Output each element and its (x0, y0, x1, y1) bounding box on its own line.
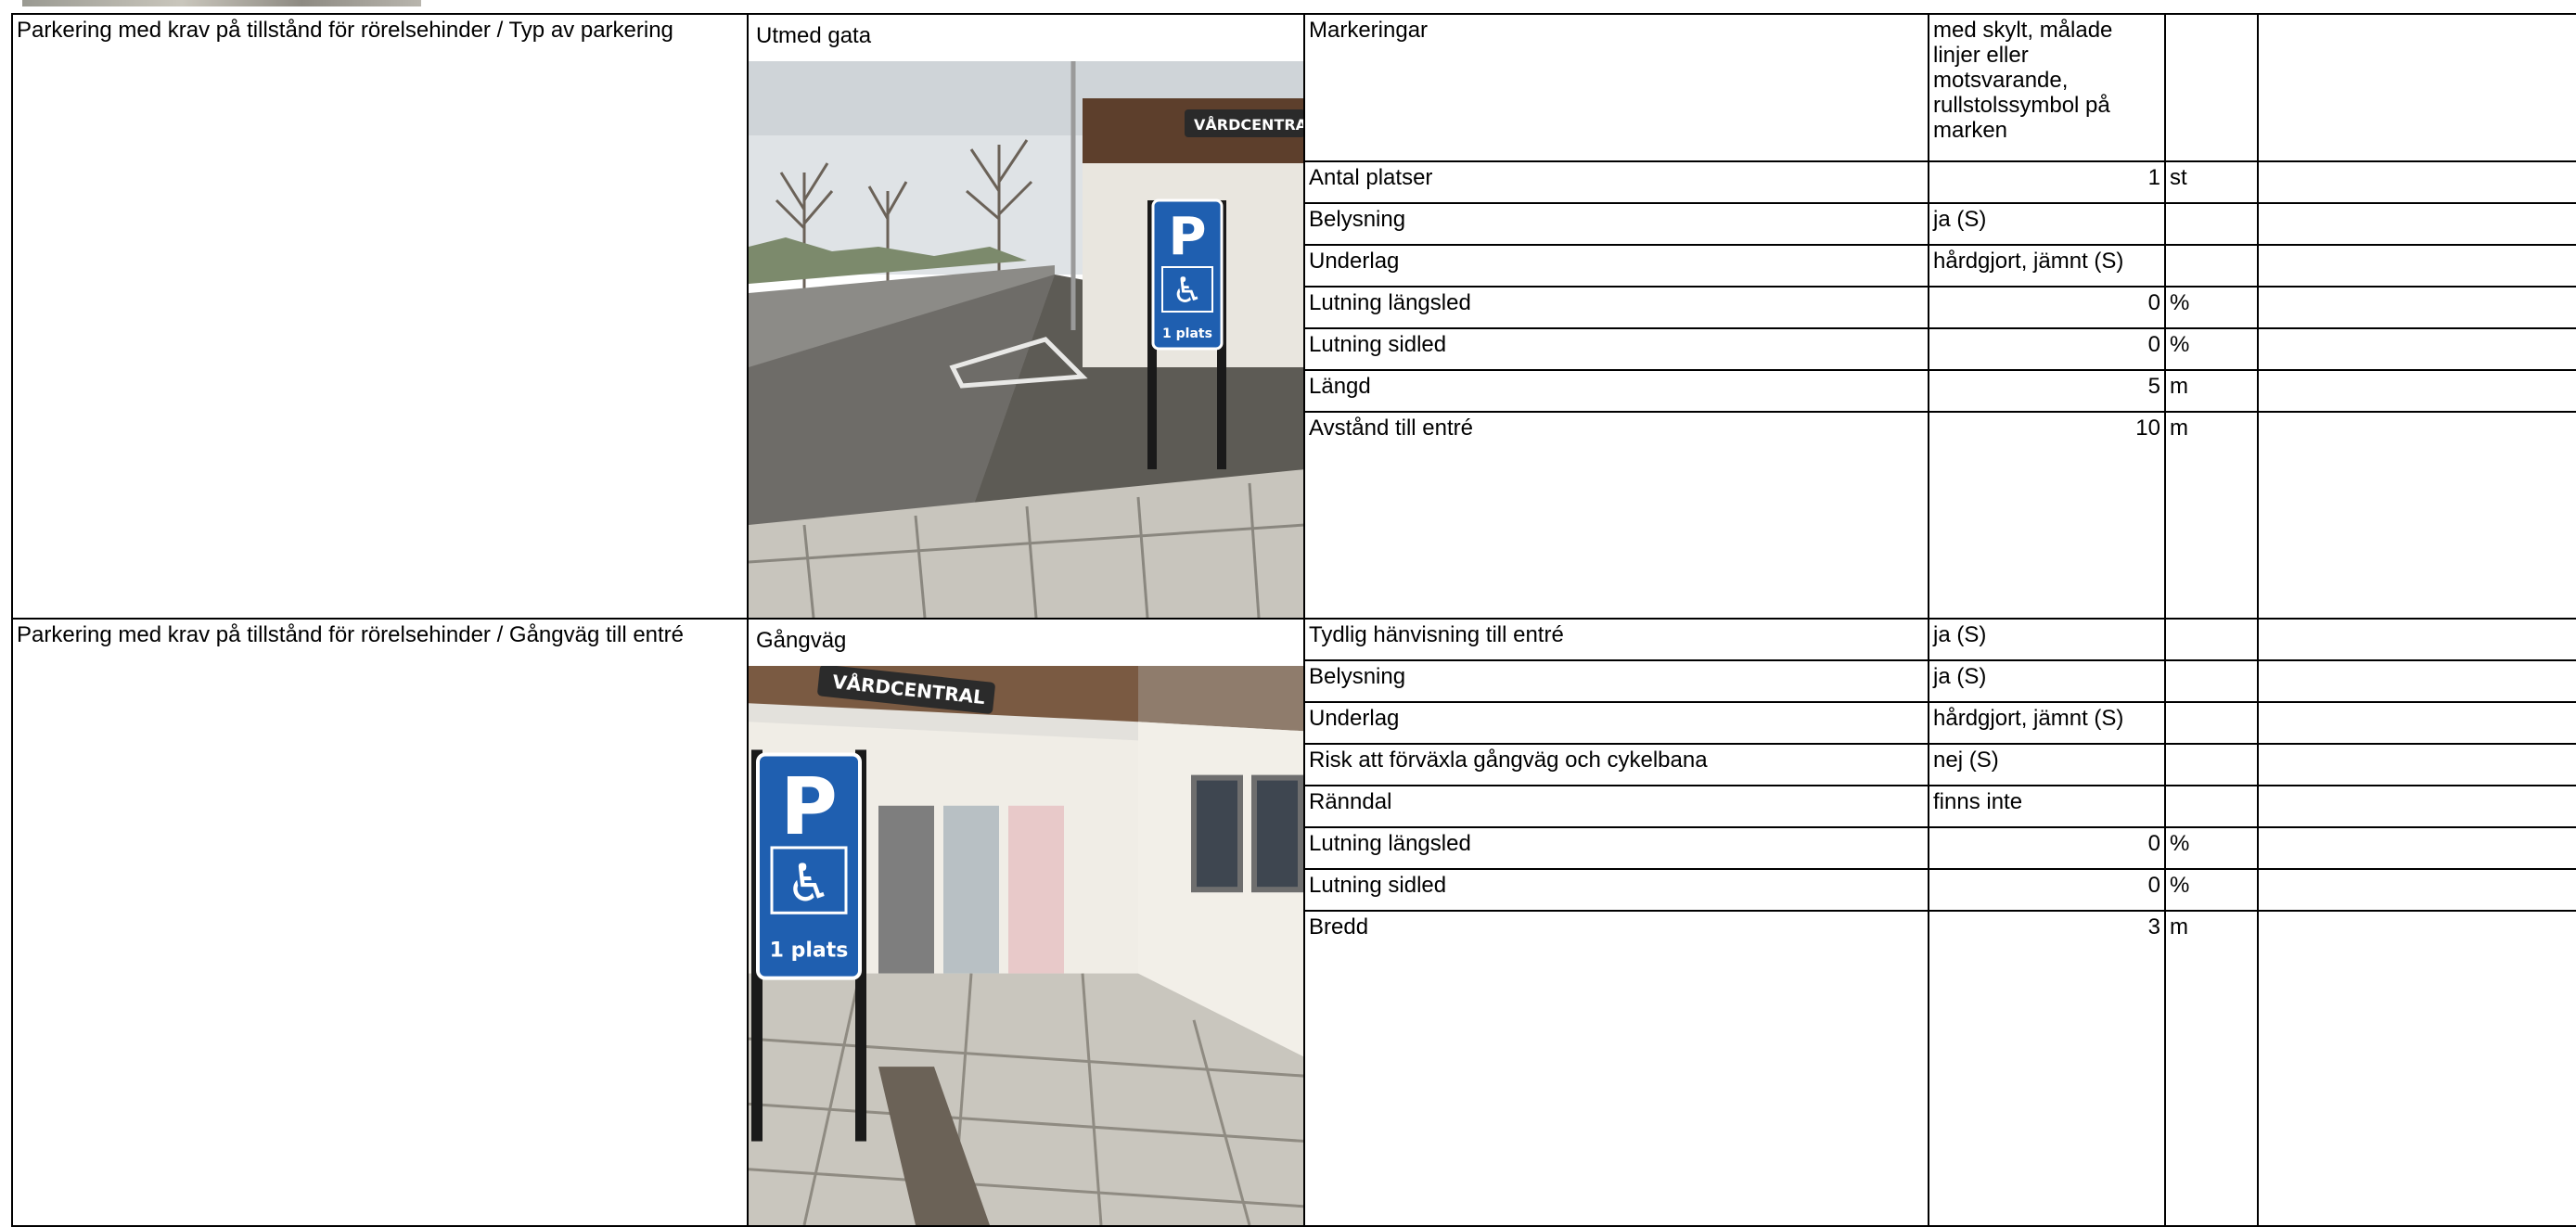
walkway-photo: VÅRDCENTRAL (750, 666, 1302, 1224)
row-unit: % (2164, 286, 2259, 329)
table-row: Underlag hårdgjort, jämnt (S) (12, 701, 2576, 745)
row-note (2257, 618, 2576, 661)
row-value: hårdgjort, jämnt (S) (1928, 244, 2166, 288)
row-value: 10 (1928, 411, 2166, 620)
row-value: nej (S) (1928, 743, 2166, 786)
photo-cell: Gångväg VÅRDCENTRAL (747, 618, 1305, 1227)
row-note (2257, 868, 2576, 912)
row-unit (2164, 244, 2259, 288)
row-note (2257, 785, 2576, 828)
parking-street-photo: VÅRDCENTRAL P ♿ 1 plats (750, 61, 1304, 617)
table-row: Avstånd till entré 10 m (12, 411, 2576, 620)
row-unit (2164, 701, 2259, 745)
row-unit: m (2164, 369, 2259, 413)
row-value: med skylt, målade linjer eller motsvaran… (1928, 13, 2166, 162)
row-label: Lutning längsled (1303, 826, 1929, 870)
report-table: Parkering med krav på tillstånd för röre… (11, 13, 2576, 1227)
row-value: 0 (1928, 327, 2166, 371)
row-unit: % (2164, 868, 2259, 912)
svg-text:♿: ♿ (786, 853, 832, 914)
row-note (2257, 286, 2576, 329)
row-unit: st (2164, 160, 2259, 204)
row-value: 0 (1928, 286, 2166, 329)
row-value: 0 (1928, 826, 2166, 870)
table-row: Underlag hårdgjort, jämnt (S) (12, 244, 2576, 288)
table-row: Antal platser 1 st (12, 160, 2576, 204)
row-unit (2164, 13, 2259, 162)
photo-label: Utmed gata (756, 23, 872, 48)
photo-label: Gångväg (756, 628, 847, 653)
row-unit: m (2164, 910, 2259, 1227)
svg-text:P: P (1168, 207, 1206, 267)
row-note (2257, 244, 2576, 288)
row-label: Tydlig hänvisning till entré (1303, 618, 1929, 661)
category-cell: Parkering med krav på tillstånd för röre… (11, 13, 749, 620)
svg-text:P: P (780, 761, 838, 852)
table-row: Belysning ja (S) (12, 202, 2576, 246)
table-row: Lutning längsled 0 % (12, 826, 2576, 870)
row-label: Antal platser (1303, 160, 1929, 204)
row-label: Avstånd till entré (1303, 411, 1929, 620)
row-note (2257, 659, 2576, 703)
row-note (2257, 701, 2576, 745)
row-label: Lutning sidled (1303, 868, 1929, 912)
table-row: Bredd 3 m (12, 910, 2576, 1227)
row-note (2257, 411, 2576, 620)
row-label: Lutning längsled (1303, 286, 1929, 329)
row-unit (2164, 785, 2259, 828)
row-unit: m (2164, 411, 2259, 620)
row-value: ja (S) (1928, 618, 2166, 661)
row-label: Markeringar (1303, 13, 1929, 162)
parking-plate-text: 1 plats (770, 939, 849, 963)
svg-text:♿: ♿ (1172, 270, 1203, 311)
row-note (2257, 369, 2576, 413)
row-unit (2164, 202, 2259, 246)
row-value: finns inte (1928, 785, 2166, 828)
row-note (2257, 743, 2576, 786)
row-label: Belysning (1303, 659, 1929, 703)
row-unit (2164, 659, 2259, 703)
row-unit (2164, 743, 2259, 786)
table-row: Parkering med krav på tillstånd för röre… (11, 618, 2576, 1227)
row-note (2257, 202, 2576, 246)
row-label: Underlag (1303, 701, 1929, 745)
category-cell: Parkering med krav på tillstånd för röre… (11, 618, 749, 1227)
row-label: Lutning sidled (1303, 327, 1929, 371)
row-value: 3 (1928, 910, 2166, 1227)
table-row: Lutning sidled 0 % (12, 868, 2576, 912)
row-label: Bredd (1303, 910, 1929, 1227)
row-value: hårdgjort, jämnt (S) (1928, 701, 2166, 745)
table-row: Parkering med krav på tillstånd för röre… (11, 13, 2576, 620)
row-value: 0 (1928, 868, 2166, 912)
row-value: 1 (1928, 160, 2166, 204)
row-value: ja (S) (1928, 659, 2166, 703)
row-label: Belysning (1303, 202, 1929, 246)
row-unit (2164, 618, 2259, 661)
table-row: Risk att förväxla gångväg och cykelbana … (12, 743, 2576, 786)
photo-cell: Utmed gata (747, 13, 1305, 620)
table-row: Längd 5 m (12, 369, 2576, 413)
row-note (2257, 826, 2576, 870)
row-note (2257, 13, 2576, 162)
row-unit: % (2164, 826, 2259, 870)
table-row: Lutning sidled 0 % (12, 327, 2576, 371)
row-note (2257, 327, 2576, 371)
row-value: ja (S) (1928, 202, 2166, 246)
row-label: Underlag (1303, 244, 1929, 288)
parking-plate-text: 1 plats (1162, 326, 1212, 341)
table-row: Ränndal finns inte (12, 785, 2576, 828)
row-unit: % (2164, 327, 2259, 371)
table-row: Belysning ja (S) (12, 659, 2576, 703)
row-note (2257, 910, 2576, 1227)
row-label: Längd (1303, 369, 1929, 413)
building-sign-text: VÅRDCENTRAL (1194, 116, 1304, 134)
table-row: Lutning längsled 0 % (12, 286, 2576, 329)
row-label: Risk att förväxla gångväg och cykelbana (1303, 743, 1929, 786)
cropped-photo-strip (22, 0, 421, 6)
row-value: 5 (1928, 369, 2166, 413)
row-note (2257, 160, 2576, 204)
row-label: Ränndal (1303, 785, 1929, 828)
